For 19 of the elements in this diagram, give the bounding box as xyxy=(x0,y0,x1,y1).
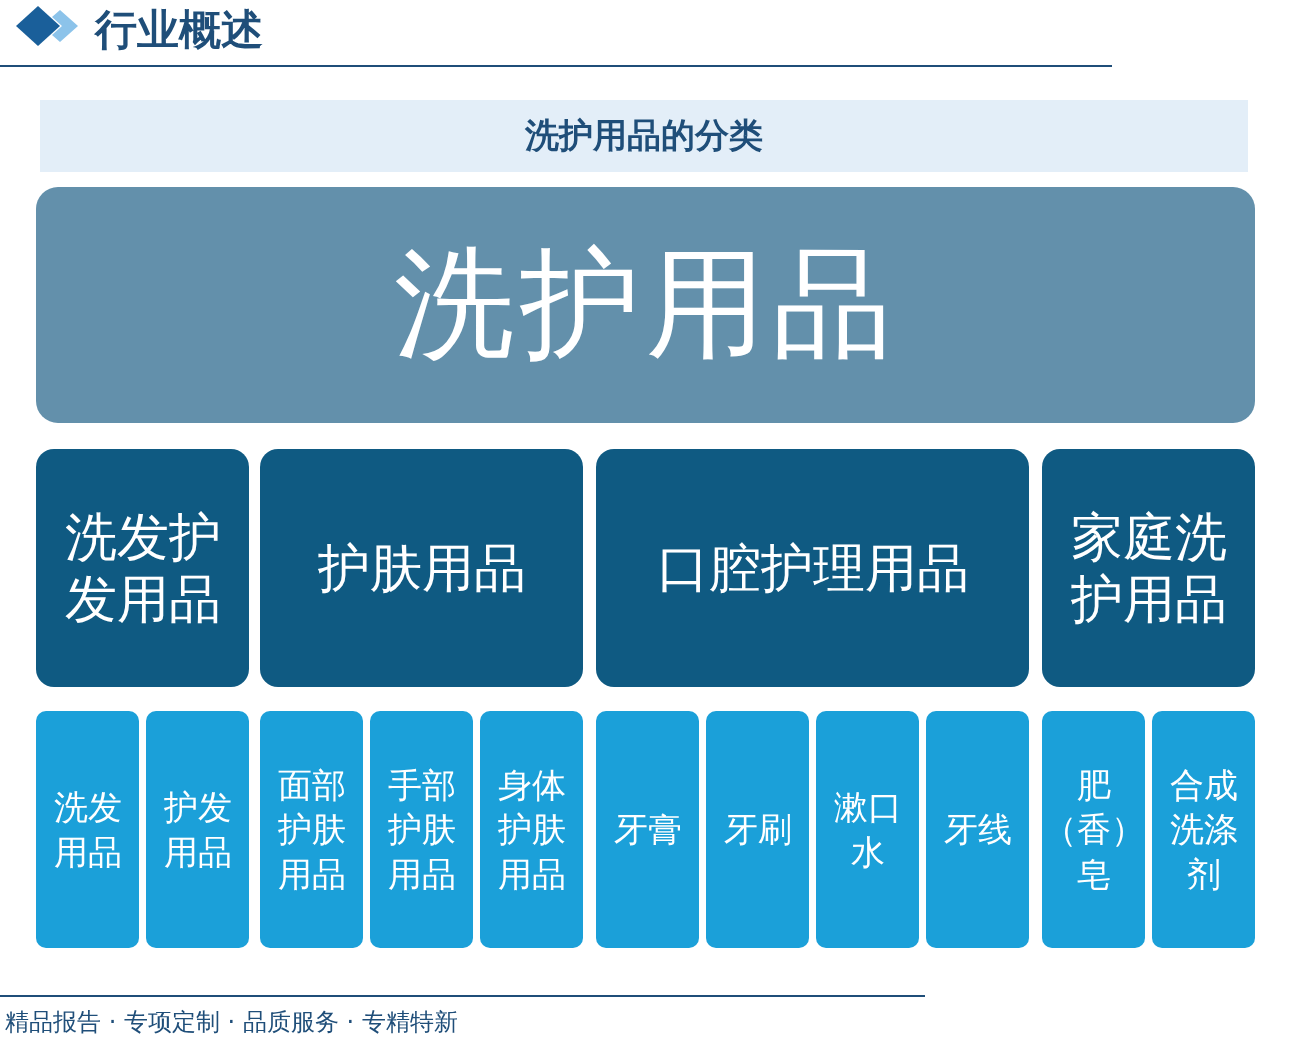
subcategory-box: 面部护肤用品 xyxy=(260,711,363,948)
subcategory-box: 洗发用品 xyxy=(36,711,139,948)
footer-slogan: 精品报告 · 专项定制 · 品质服务 · 专精特新 xyxy=(5,1007,458,1038)
subcategory-box: 合成洗涤剂 xyxy=(1152,711,1255,948)
subcategory-box: 牙刷 xyxy=(706,711,809,948)
subcategory-box: 牙膏 xyxy=(596,711,699,948)
root-category-box: 洗护用品 xyxy=(36,187,1255,423)
subcategory-box: 肥（香）皂 xyxy=(1042,711,1145,948)
category-box: 家庭洗护用品 xyxy=(1042,449,1255,687)
category-box: 洗发护发用品 xyxy=(36,449,249,687)
subcategory-box: 手部护肤用品 xyxy=(370,711,473,948)
subcategory-box: 身体护肤用品 xyxy=(480,711,583,948)
page-title: 行业概述 xyxy=(95,4,263,56)
subcategory-box: 牙线 xyxy=(926,711,1029,948)
category-box: 口腔护理用品 xyxy=(596,449,1029,687)
heading-band: 洗护用品的分类 xyxy=(40,100,1248,172)
subcategory-box: 护发用品 xyxy=(146,711,249,948)
subcategory-box: 漱口水 xyxy=(816,711,919,948)
category-box: 护肤用品 xyxy=(260,449,583,687)
